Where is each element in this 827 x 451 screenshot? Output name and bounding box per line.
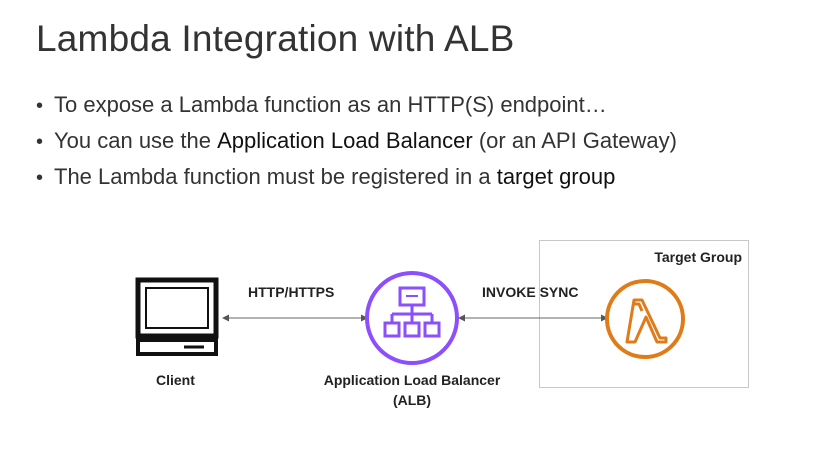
slide-title: Lambda Integration with ALB — [36, 18, 515, 59]
bullet-item: • You can use the Application Load Balan… — [36, 126, 677, 162]
alb-label-line2: (ALB) — [392, 392, 432, 408]
target-group-box: Target Group — [539, 240, 749, 388]
bullet-emphasis: target group — [496, 164, 616, 189]
bullet-text: To expose a Lambda function as an HTTP(S… — [54, 92, 607, 117]
invoke-sync-label: INVOKE SYNC — [482, 284, 579, 300]
http-https-label: HTTP/HTTPS — [248, 284, 335, 300]
alb-label-line1: Application Load Balancer — [323, 372, 501, 388]
client-label: Client — [156, 372, 195, 388]
target-group-label: Target Group — [654, 249, 742, 265]
bullet-item: • The Lambda function must be registered… — [36, 162, 677, 198]
lambda-icon — [605, 279, 685, 359]
bullet-dot-icon: • — [36, 167, 44, 189]
bullet-list: • To expose a Lambda function as an HTTP… — [36, 90, 677, 198]
alb-icon — [365, 271, 459, 365]
http-arrow — [222, 314, 368, 322]
bullet-emphasis: Application Load Balancer — [217, 128, 473, 153]
bullet-item: • To expose a Lambda function as an HTTP… — [36, 90, 677, 126]
bullet-text: You can use the — [54, 128, 218, 153]
invoke-arrow — [458, 314, 608, 322]
bullet-dot-icon: • — [36, 131, 44, 153]
alb-label: Application Load Balancer (ALB) — [312, 372, 512, 408]
architecture-diagram: Target Group HTTP/HTTPS Application Load… — [0, 230, 827, 451]
bullet-text: The Lambda function must be registered i… — [54, 164, 497, 189]
bullet-text: (or an API Gateway) — [472, 128, 677, 153]
computer-icon — [135, 277, 219, 356]
bullet-dot-icon: • — [36, 95, 44, 117]
